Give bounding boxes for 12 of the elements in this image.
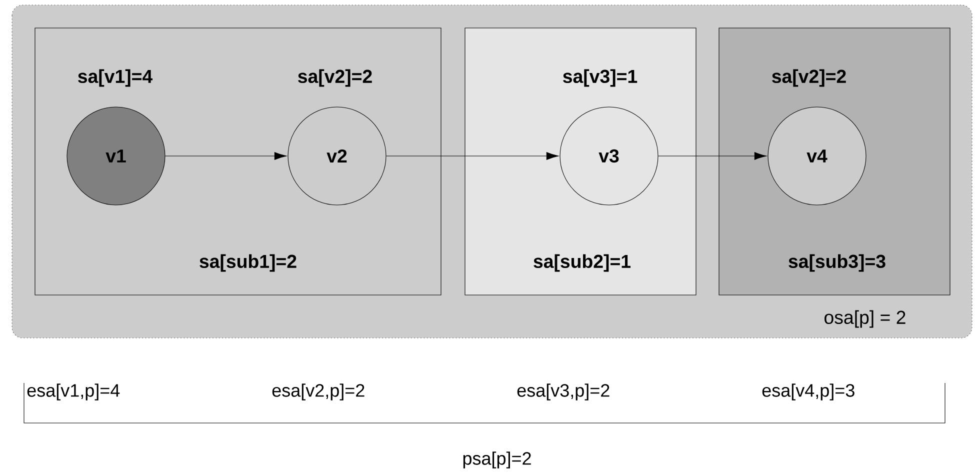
annotation-text: esa[v2,p]=2 [272, 384, 364, 400]
vertex-label: sa[v3]=1 [563, 69, 638, 87]
vertex-label: sa[v2]=2 [298, 69, 372, 87]
arrow [386, 152, 559, 160]
vertex-label: sa[v2]=2 [772, 69, 846, 87]
annotation-text: psa[p]=2 [463, 452, 531, 468]
annotation-text: esa[v4,p]=3 [762, 384, 854, 400]
arrow [658, 152, 767, 160]
annotation-text: esa[v3,p]=2 [517, 384, 610, 400]
annotation-text: esa[v1,p]=4 [27, 384, 120, 400]
vertex-label: sa[v1]=4 [78, 69, 153, 87]
arrow [165, 152, 287, 160]
